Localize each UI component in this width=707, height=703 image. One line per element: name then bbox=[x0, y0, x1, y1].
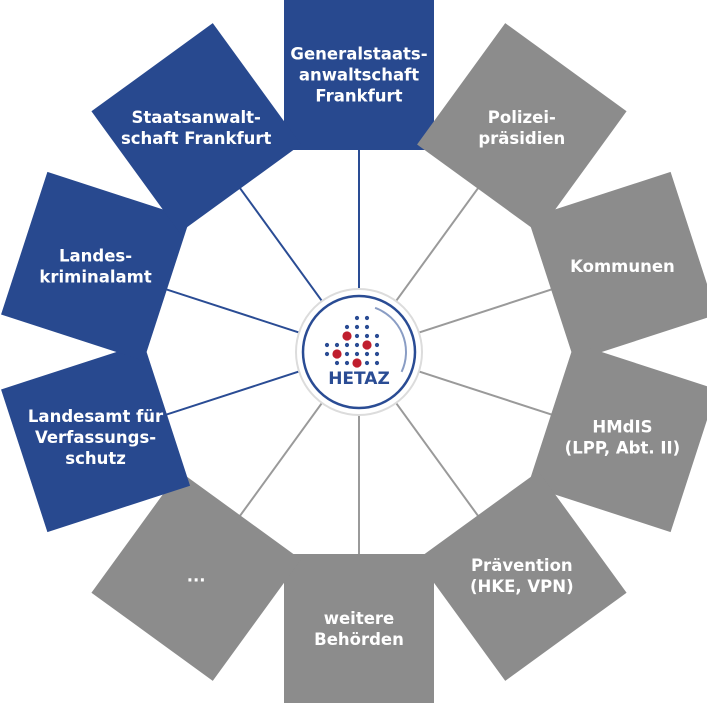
node-ellipsis: ... bbox=[91, 471, 301, 681]
logo-dot-blue bbox=[364, 333, 370, 339]
node-label-staatsanwaltschaft-frankfurt: schaft Frankfurt bbox=[121, 129, 272, 148]
node-landeskriminalamt: Landes-kriminalamt bbox=[1, 171, 191, 361]
node-label-hmdis: HMdIS bbox=[592, 418, 652, 437]
node-box-generalstaatsanwaltschaft bbox=[284, 0, 434, 150]
node-label-landesamt-verfassungsschutz: Landesamt für bbox=[28, 407, 164, 426]
node-box-praevention bbox=[417, 471, 627, 681]
node-label-landeskriminalamt: Landes- bbox=[59, 246, 132, 265]
logo-dot-blue bbox=[344, 351, 350, 357]
node-label-generalstaatsanwaltschaft: anwaltschaft bbox=[299, 66, 419, 85]
logo-dot-blue bbox=[344, 324, 350, 330]
node-hmdis: HMdIS (LPP, Abt. II) bbox=[527, 343, 707, 533]
node-polizeipraesidien: Polizei-präsidien bbox=[417, 23, 627, 233]
node-label-polizeipraesidien: Polizei- bbox=[488, 108, 556, 127]
node-label-landesamt-verfassungsschutz: Verfassungs- bbox=[35, 428, 156, 447]
node-box-ellipsis bbox=[91, 471, 301, 681]
logo-dot-blue bbox=[364, 351, 370, 357]
hub-logo-arc bbox=[374, 306, 407, 373]
logo-dot-blue bbox=[374, 333, 380, 339]
logo-dot-blue bbox=[374, 342, 380, 348]
node-label-weitere-behoerden: weitere bbox=[324, 609, 395, 628]
node-box-hmdis bbox=[527, 343, 707, 533]
node-box-landeskriminalamt bbox=[1, 171, 191, 361]
node-label-kommunen: Kommunen bbox=[570, 257, 675, 276]
node-box-landesamt-verfassungsschutz bbox=[1, 343, 191, 533]
node-label-hmdis: (LPP, Abt. II) bbox=[565, 439, 681, 458]
logo-dot-blue bbox=[374, 351, 380, 357]
logo-dot-blue bbox=[354, 333, 360, 339]
node-label-weitere-behoerden: Behörden bbox=[314, 630, 404, 649]
logo-dot-blue bbox=[344, 342, 350, 348]
node-box-kommunen bbox=[527, 171, 707, 361]
logo-dot-blue bbox=[374, 360, 380, 366]
logo-dot-blue bbox=[324, 351, 330, 357]
logo-dot-red bbox=[362, 340, 372, 350]
node-praevention: Prävention (HKE, VPN) bbox=[417, 471, 627, 681]
hetaz-label: HETAZ bbox=[328, 369, 390, 389]
node-label-praevention: Prävention bbox=[471, 556, 573, 575]
logo-dot-blue bbox=[354, 324, 360, 330]
node-kommunen: Kommunen bbox=[527, 171, 707, 361]
node-staatsanwaltschaft-frankfurt: Staatsanwalt-schaft Frankfurt bbox=[91, 23, 301, 233]
logo-dot-blue bbox=[334, 360, 340, 366]
node-label-staatsanwaltschaft-frankfurt: Staatsanwalt- bbox=[131, 108, 260, 127]
node-label-landeskriminalamt: kriminalamt bbox=[39, 267, 151, 286]
logo-dot-blue bbox=[364, 360, 370, 366]
logo-dot-blue bbox=[354, 351, 360, 357]
logo-dot-blue bbox=[354, 315, 360, 321]
hub-circle bbox=[301, 294, 417, 410]
logo-dot-red bbox=[352, 358, 362, 368]
logo-dot-blue bbox=[354, 342, 360, 348]
node-label-polizeipraesidien: präsidien bbox=[478, 129, 565, 148]
node-label-generalstaatsanwaltschaft: Frankfurt bbox=[315, 87, 402, 106]
logo-dot-red bbox=[342, 331, 352, 341]
logo-dot-blue bbox=[334, 342, 340, 348]
logo-dot-blue bbox=[364, 324, 370, 330]
node-label-landesamt-verfassungsschutz: schutz bbox=[65, 449, 126, 468]
node-label-praevention: (HKE, VPN) bbox=[470, 577, 574, 596]
node-label-ellipsis: ... bbox=[187, 567, 206, 586]
node-box-weitere-behoerden bbox=[284, 554, 434, 703]
hetaz-logo-icon bbox=[324, 315, 380, 368]
node-box-staatsanwaltschaft-frankfurt bbox=[91, 23, 301, 233]
logo-dot-red bbox=[332, 349, 342, 359]
logo-dot-blue bbox=[364, 315, 370, 321]
node-box-polizeipraesidien bbox=[417, 23, 627, 233]
hetaz-hub: HETAZ bbox=[295, 288, 423, 416]
logo-dot-blue bbox=[344, 360, 350, 366]
logo-dot-blue bbox=[324, 342, 330, 348]
node-label-generalstaatsanwaltschaft: Generalstaats- bbox=[290, 45, 427, 64]
